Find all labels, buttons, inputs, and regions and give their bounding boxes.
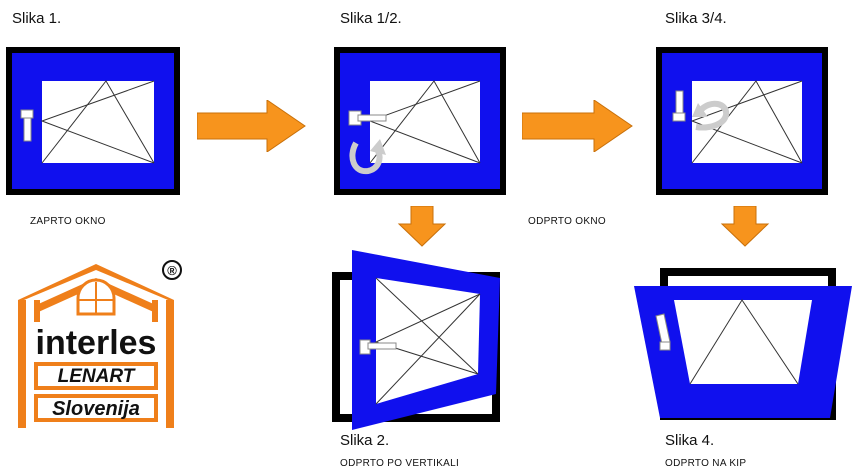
window-open-vertical <box>330 248 502 432</box>
caption-odprto-okno: ODPRTO OKNO <box>528 216 606 227</box>
label-slika-1: Slika 1. <box>12 10 62 27</box>
window-tilt <box>634 266 852 422</box>
caption-odprto-po-vertikali: ODPRTO PO VERTIKALI <box>340 458 460 469</box>
label-slika-3-4: Slika 3/4. <box>665 10 727 27</box>
rotate-arrow-icon <box>349 139 386 175</box>
window-handle-icon <box>20 109 34 142</box>
window-handle-icon <box>359 339 397 355</box>
window-handle-icon <box>348 110 387 126</box>
logo-brand: interles <box>36 324 157 362</box>
logo-registered-mark: ® <box>167 263 177 278</box>
caption-odprto-na-kip: ODPRTO NA KIP <box>665 458 747 469</box>
label-slika-1-2: Slika 1/2. <box>340 10 402 27</box>
logo-window-icon <box>76 278 116 316</box>
logo-sub2: Slovenija <box>52 398 140 420</box>
arrow-right-icon <box>522 100 634 152</box>
arrow-down-icon <box>720 206 770 248</box>
window-closed <box>6 47 180 195</box>
caption-zaprto-okno: ZAPRTO OKNO <box>30 216 106 227</box>
logo-sub1: LENART <box>58 366 136 387</box>
rotate-arrow-icon <box>692 100 730 131</box>
window-handle-icon <box>672 90 686 122</box>
window-handle-icon <box>655 313 671 351</box>
window-handle-horizontal <box>334 47 506 195</box>
window-handle-up <box>656 47 828 195</box>
label-slika-4: Slika 4. <box>665 432 715 449</box>
label-slika-2: Slika 2. <box>340 432 390 449</box>
interles-logo: ® interles LENART Slovenija <box>8 258 188 434</box>
arrow-down-icon <box>397 206 447 248</box>
arrow-right-icon <box>197 100 307 152</box>
